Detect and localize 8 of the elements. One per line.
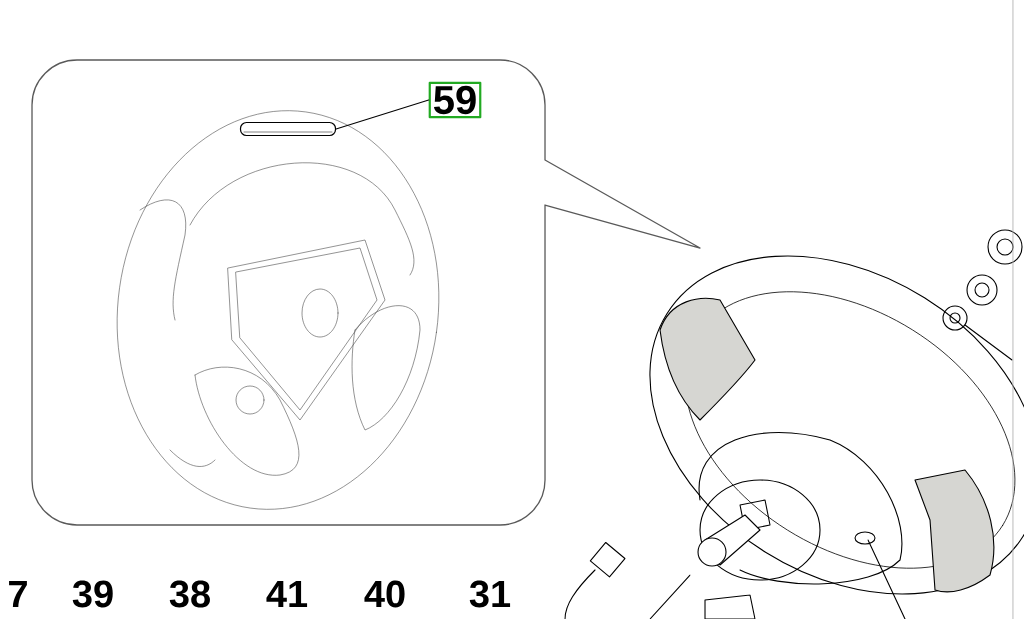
- callout-number: 31: [469, 580, 511, 608]
- callout-number: 40: [364, 580, 405, 608]
- callout-number: 39: [72, 580, 113, 608]
- callout-number: 41: [266, 580, 308, 608]
- callout-number: 7: [9, 580, 27, 608]
- leader-line: [335, 99, 430, 130]
- callout-number: 38: [169, 580, 210, 608]
- callout-number: 59: [428, 81, 482, 119]
